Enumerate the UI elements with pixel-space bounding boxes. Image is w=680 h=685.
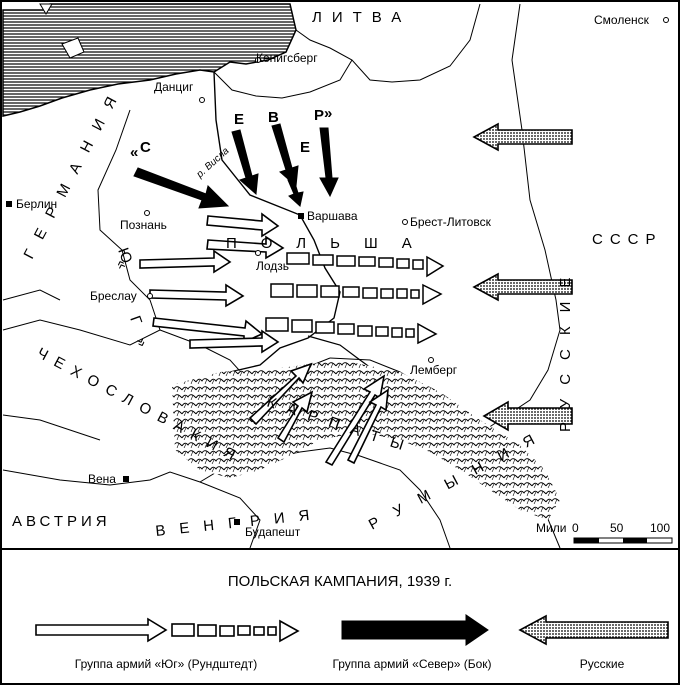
legend-north-icon [341, 614, 489, 646]
country-ussr: СССР [592, 231, 663, 248]
south-arrow [139, 249, 232, 274]
south-letter: Ю [114, 246, 136, 267]
legend-title: ПОЛЬСКАЯ КАМПАНИЯ, 1939 г. [228, 573, 452, 590]
russian-arrow [472, 272, 573, 302]
baltic-sea [2, 3, 297, 117]
city-dot-konigsberg [255, 57, 261, 63]
north-arrow [287, 179, 304, 207]
south-arrow [206, 235, 285, 260]
city-square-warsaw [298, 213, 304, 219]
city-danzig: Данциг [154, 80, 194, 94]
legend-north-label: Группа армий «Север» (Бок) [332, 657, 491, 671]
city-poznan: Познань [120, 218, 167, 232]
scale-tick-0: 0 [572, 521, 579, 535]
north-letter: Р [314, 107, 324, 124]
city-breslau: Бреслау [90, 289, 137, 303]
legend-south-icon [35, 617, 300, 643]
city-dot-danzig [199, 97, 205, 103]
city-brest: Брест-Литовск [410, 215, 492, 229]
country-lithuania: ЛИТВА [312, 9, 411, 26]
south-arrow [346, 388, 389, 465]
north-arrow [231, 129, 259, 196]
scale-tick-50: 50 [610, 521, 624, 535]
north-letter: Е [234, 111, 244, 128]
city-lemberg: Лемберг [410, 363, 458, 377]
city-square-berlin [6, 201, 12, 207]
city-lodz: Лодзь [256, 259, 289, 273]
city-berlin: Берлин [16, 197, 57, 211]
dashed-box-arrow [270, 283, 443, 306]
city-dot-smolensk [663, 17, 669, 23]
city-vienna: Вена [88, 472, 116, 486]
north-letter: » [324, 105, 332, 122]
city-dot-lemberg [428, 357, 434, 363]
south-arrow [149, 283, 245, 308]
legend-south-label: Группа армий «Юг» (Рундштедт) [75, 657, 257, 671]
country-austria: АВСТРИЯ [12, 513, 111, 530]
north-letter: С [140, 139, 151, 156]
south-dashed-continuations [265, 252, 445, 345]
south-arrow [276, 390, 314, 444]
russian-arrow [482, 400, 573, 432]
north-letter: « [130, 144, 138, 161]
russian-arrows [472, 122, 573, 432]
dashed-box-arrow [265, 317, 438, 345]
legend-russian-label: Русские [580, 657, 625, 671]
south-arrow [206, 212, 280, 238]
north-arrow [319, 127, 339, 198]
legend-russian-icon [518, 614, 669, 646]
vistula-river [213, 71, 341, 373]
city-labels: Смоленск Кенигсберг Данциг Берлин Познан… [16, 13, 650, 539]
scale-label: Мили [536, 521, 566, 535]
south-arrow [248, 362, 313, 426]
army-south-arrows [139, 212, 389, 467]
army-north-arrows [133, 123, 339, 209]
city-warsaw: Варшава [307, 209, 358, 223]
city-markers [6, 17, 669, 525]
south-arrow [324, 374, 386, 467]
island [39, 3, 53, 15]
country-poland: ПОЛЬША [226, 235, 436, 252]
scale-bar: Мили 0 50 100 [536, 521, 673, 544]
north-arrow [271, 123, 299, 188]
dashed-box-arrow [286, 252, 445, 278]
russians-vertical-label: РУССКИЕ [557, 264, 574, 432]
city-smolensk: Смоленск [594, 13, 650, 27]
island [61, 37, 85, 59]
city-square-budapest [234, 519, 240, 525]
north-letter: Е [300, 139, 310, 156]
legend: ПОЛЬСКАЯ КАМПАНИЯ, 1939 г. Группа армий … [35, 573, 669, 671]
russian-arrow [472, 122, 573, 152]
city-square-vienna [123, 476, 129, 482]
city-dot-poznan [144, 210, 150, 216]
city-dot-breslau [147, 293, 153, 299]
city-dot-lodz [255, 250, 261, 256]
army-north-label: « С Е В Е Р » [130, 105, 332, 161]
south-arrow [189, 329, 280, 354]
north-letter: В [268, 109, 279, 126]
scale-tick-100: 100 [650, 521, 670, 535]
city-konigsberg: Кенигсберг [256, 51, 318, 65]
city-dot-brest [402, 219, 408, 225]
north-arrow [133, 167, 230, 209]
city-budapest: Будапешт [245, 525, 301, 539]
